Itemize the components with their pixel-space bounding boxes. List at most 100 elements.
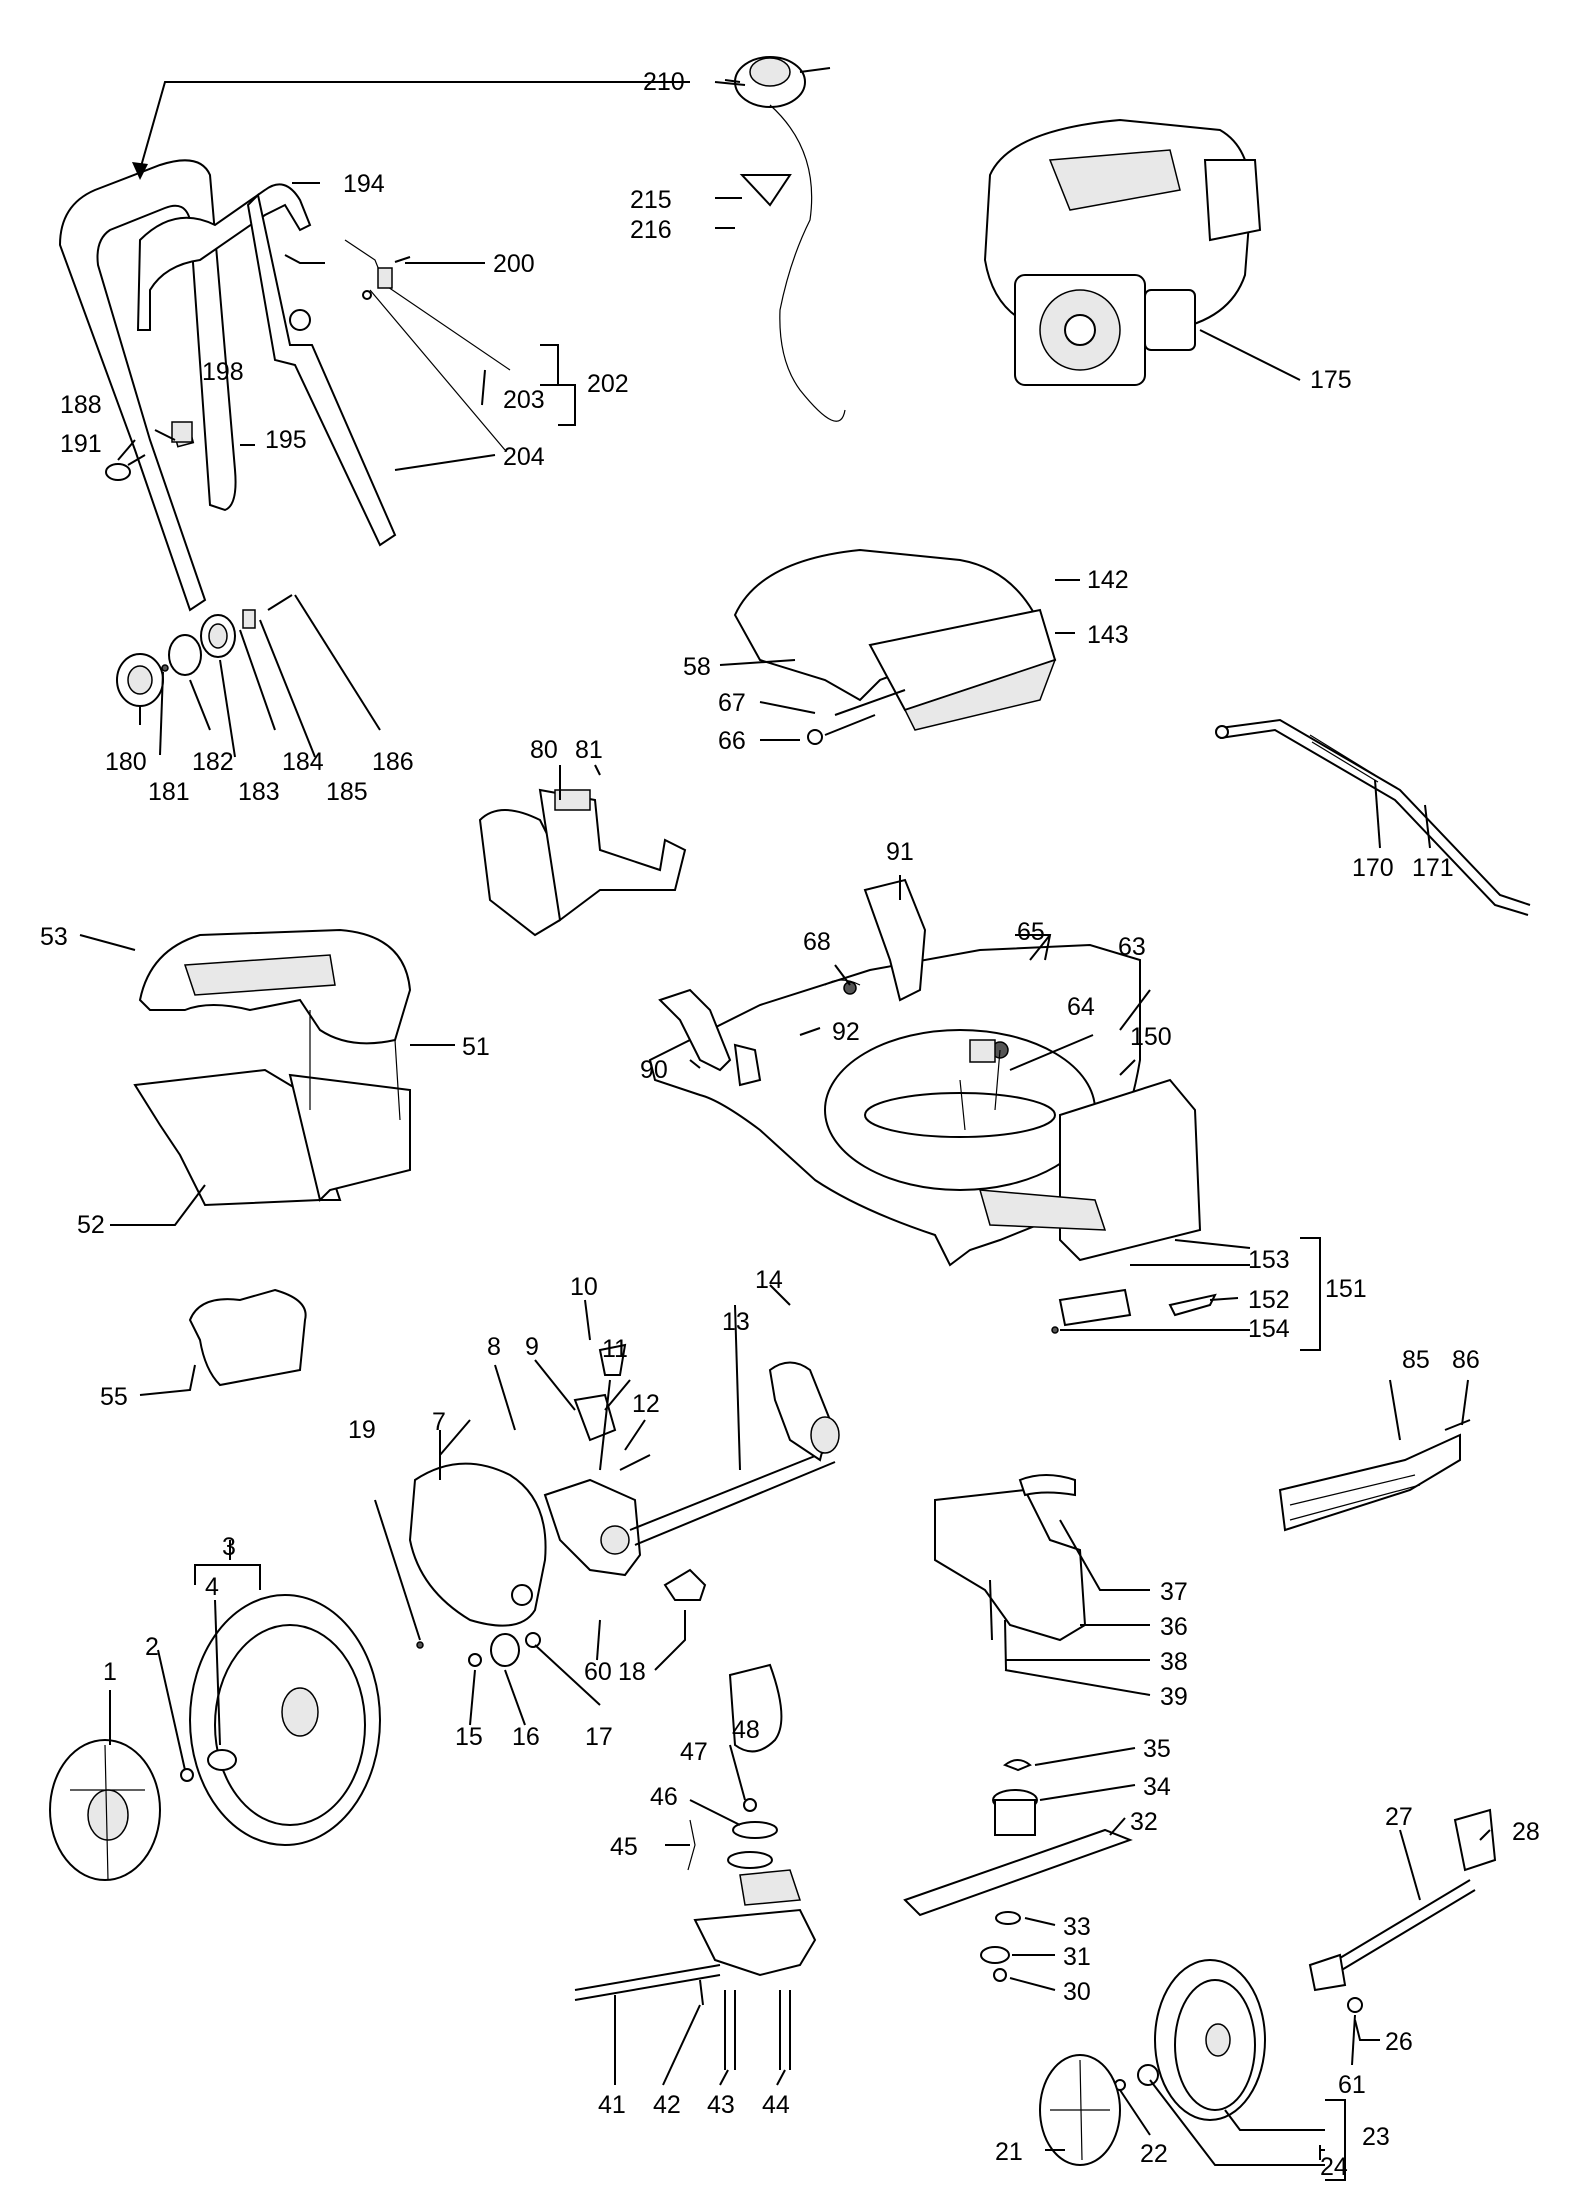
label-44: 44: [762, 2091, 790, 2119]
label-184: 184: [282, 748, 324, 776]
engine: [983, 118, 1262, 386]
rear-wheel: [1039, 1959, 1266, 2166]
label-154: 154: [1248, 1315, 1290, 1343]
label-2: 2: [145, 1633, 159, 1661]
label-9: 9: [525, 1333, 539, 1361]
label-188: 188: [60, 391, 102, 419]
label-37: 37: [1160, 1578, 1188, 1606]
label-35: 35: [1143, 1735, 1171, 1763]
rear-axle: [1308, 1808, 1497, 2013]
rear-rod: [1215, 718, 1531, 916]
label-65: 65: [1017, 918, 1045, 946]
label-86: 86: [1452, 1346, 1480, 1374]
label-17: 17: [585, 1723, 613, 1751]
label-194: 194: [343, 170, 385, 198]
handle-knob-parts: [116, 594, 293, 707]
blade-assembly: [903, 1759, 1133, 1982]
label-33: 33: [1063, 1913, 1091, 1941]
label-185: 185: [326, 778, 368, 806]
label-15: 15: [455, 1723, 483, 1751]
label-198: 198: [202, 358, 244, 386]
label-34: 34: [1143, 1773, 1171, 1801]
label-195: 195: [265, 426, 307, 454]
mulch-plug: [188, 1288, 307, 1387]
label-19: 19: [348, 1416, 376, 1444]
label-191: 191: [60, 430, 102, 458]
label-14: 14: [755, 1266, 783, 1294]
label-38: 38: [1160, 1648, 1188, 1676]
label-215: 215: [630, 186, 672, 214]
label-43: 43: [707, 2091, 735, 2119]
label-53: 53: [40, 923, 68, 951]
label-47: 47: [680, 1738, 708, 1766]
mulch-kit: [1051, 1288, 1217, 1334]
label-42: 42: [653, 2091, 681, 2119]
label-36: 36: [1160, 1613, 1188, 1641]
label-16: 16: [512, 1723, 540, 1751]
label-10: 10: [570, 1273, 598, 1301]
label-182: 182: [192, 748, 234, 776]
front-wheel: [49, 1594, 381, 1881]
label-202: 202: [587, 370, 629, 398]
label-41: 41: [598, 2091, 626, 2119]
label-175: 175: [1310, 366, 1352, 394]
mower-deck: [648, 878, 1202, 1267]
label-7: 7: [432, 1408, 446, 1436]
label-58: 58: [683, 653, 711, 681]
label-216: 216: [630, 216, 672, 244]
label-183: 183: [238, 778, 280, 806]
label-48: 48: [732, 1716, 760, 1744]
label-51: 51: [462, 1033, 490, 1061]
label-80: 80: [530, 736, 558, 764]
leader-lines: [79, 81, 1491, 2181]
label-11: 11: [602, 1335, 628, 1363]
label-52: 52: [77, 1211, 105, 1239]
label-85: 85: [1402, 1346, 1430, 1374]
throttle-lever: [724, 56, 846, 422]
label-30: 30: [1063, 1978, 1091, 2006]
label-45: 45: [610, 1833, 638, 1861]
label-203: 203: [503, 386, 545, 414]
label-28: 28: [1512, 1818, 1540, 1846]
label-46: 46: [650, 1783, 678, 1811]
label-90: 90: [640, 1056, 668, 1084]
cable-202: [344, 239, 511, 451]
label-68: 68: [803, 928, 831, 956]
label-81: 81: [575, 736, 603, 764]
label-24: 24: [1320, 2153, 1348, 2181]
label-64: 64: [1067, 993, 1095, 1021]
label-171: 171: [1412, 854, 1454, 882]
label-39: 39: [1160, 1683, 1188, 1711]
label-170: 170: [1352, 854, 1394, 882]
label-31: 31: [1063, 1943, 1091, 1971]
label-181: 181: [148, 778, 190, 806]
side-discharge-chute: [478, 788, 687, 937]
label-200: 200: [493, 250, 535, 278]
label-151: 151: [1325, 1275, 1367, 1303]
handle-assembly: [58, 159, 397, 612]
label-55: 55: [100, 1383, 128, 1411]
rear-flap: [1278, 1419, 1471, 1532]
part-188-shape: [171, 421, 193, 443]
label-18: 18: [618, 1658, 646, 1686]
label-22: 22: [1140, 2140, 1168, 2168]
label-3: 3: [222, 1533, 236, 1561]
part-labels: 210 194 200 215 216 175 198 203 202 188 …: [40, 68, 1540, 2181]
grass-collector: [133, 928, 412, 1207]
label-23: 23: [1362, 2123, 1390, 2151]
label-180: 180: [105, 748, 147, 776]
label-92: 92: [832, 1018, 860, 1046]
label-32: 32: [1130, 1808, 1158, 1836]
label-142: 142: [1087, 566, 1129, 594]
label-13: 13: [722, 1308, 750, 1336]
label-91: 91: [886, 838, 914, 866]
label-1: 1: [103, 1658, 117, 1686]
label-63: 63: [1118, 933, 1146, 961]
deck-cover: [733, 548, 1057, 745]
rear-deflector: [934, 1474, 1087, 1671]
transmission: [574, 1663, 817, 2070]
label-27: 27: [1385, 1803, 1413, 1831]
label-21: 21: [995, 2138, 1023, 2166]
label-143: 143: [1087, 621, 1129, 649]
